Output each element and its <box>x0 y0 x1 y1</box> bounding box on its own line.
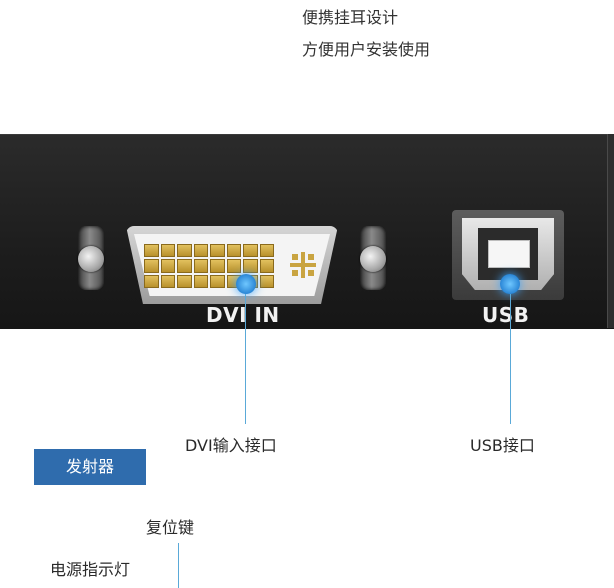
feature-line-2: 方便用户安装使用 <box>302 40 431 59</box>
dvi-pin <box>243 244 258 258</box>
reset-button-caption: 复位键 <box>146 518 195 537</box>
dvi-pin <box>193 259 208 273</box>
reset-leader-line <box>178 543 179 588</box>
panel-edge <box>607 134 614 328</box>
dvi-leader-line <box>245 294 246 424</box>
dvi-pin-grid <box>144 244 274 288</box>
dvi-pin <box>144 244 159 258</box>
transmitter-badge: 发射器 <box>34 449 146 485</box>
dvi-caption: DVI输入接口 <box>185 436 277 455</box>
dvi-pin <box>226 244 241 258</box>
dvi-pin <box>160 259 175 273</box>
dvi-pin <box>210 274 225 288</box>
dvi-pin <box>177 274 192 288</box>
left-screw-head <box>78 246 104 272</box>
usb-marker-dot <box>500 274 520 294</box>
power-indicator-caption: 电源指示灯 <box>50 560 131 579</box>
dvi-pin <box>259 259 274 273</box>
right-screw-head <box>360 246 386 272</box>
usb-port-label: USB <box>482 303 530 327</box>
dvi-pin <box>193 274 208 288</box>
dvi-pin <box>226 259 241 273</box>
dvi-pin <box>177 259 192 273</box>
dvi-cross-pins <box>290 252 316 278</box>
dvi-pin <box>160 274 175 288</box>
usb-caption: USB接口 <box>470 436 535 455</box>
dvi-pin <box>259 274 274 288</box>
dvi-marker-dot <box>236 274 256 294</box>
usb-port-tongue <box>488 240 530 268</box>
usb-leader-line <box>510 294 511 424</box>
dvi-pin <box>243 259 258 273</box>
dvi-pin <box>210 244 225 258</box>
dvi-pin <box>144 259 159 273</box>
dvi-pin <box>193 244 208 258</box>
dvi-pin <box>259 244 274 258</box>
feature-line-1: 便携挂耳设计 <box>302 8 399 27</box>
dvi-pin <box>144 274 159 288</box>
dvi-pin <box>177 244 192 258</box>
dvi-pin <box>160 244 175 258</box>
dvi-pin <box>210 259 225 273</box>
dvi-port-label: DVI IN <box>206 303 280 327</box>
